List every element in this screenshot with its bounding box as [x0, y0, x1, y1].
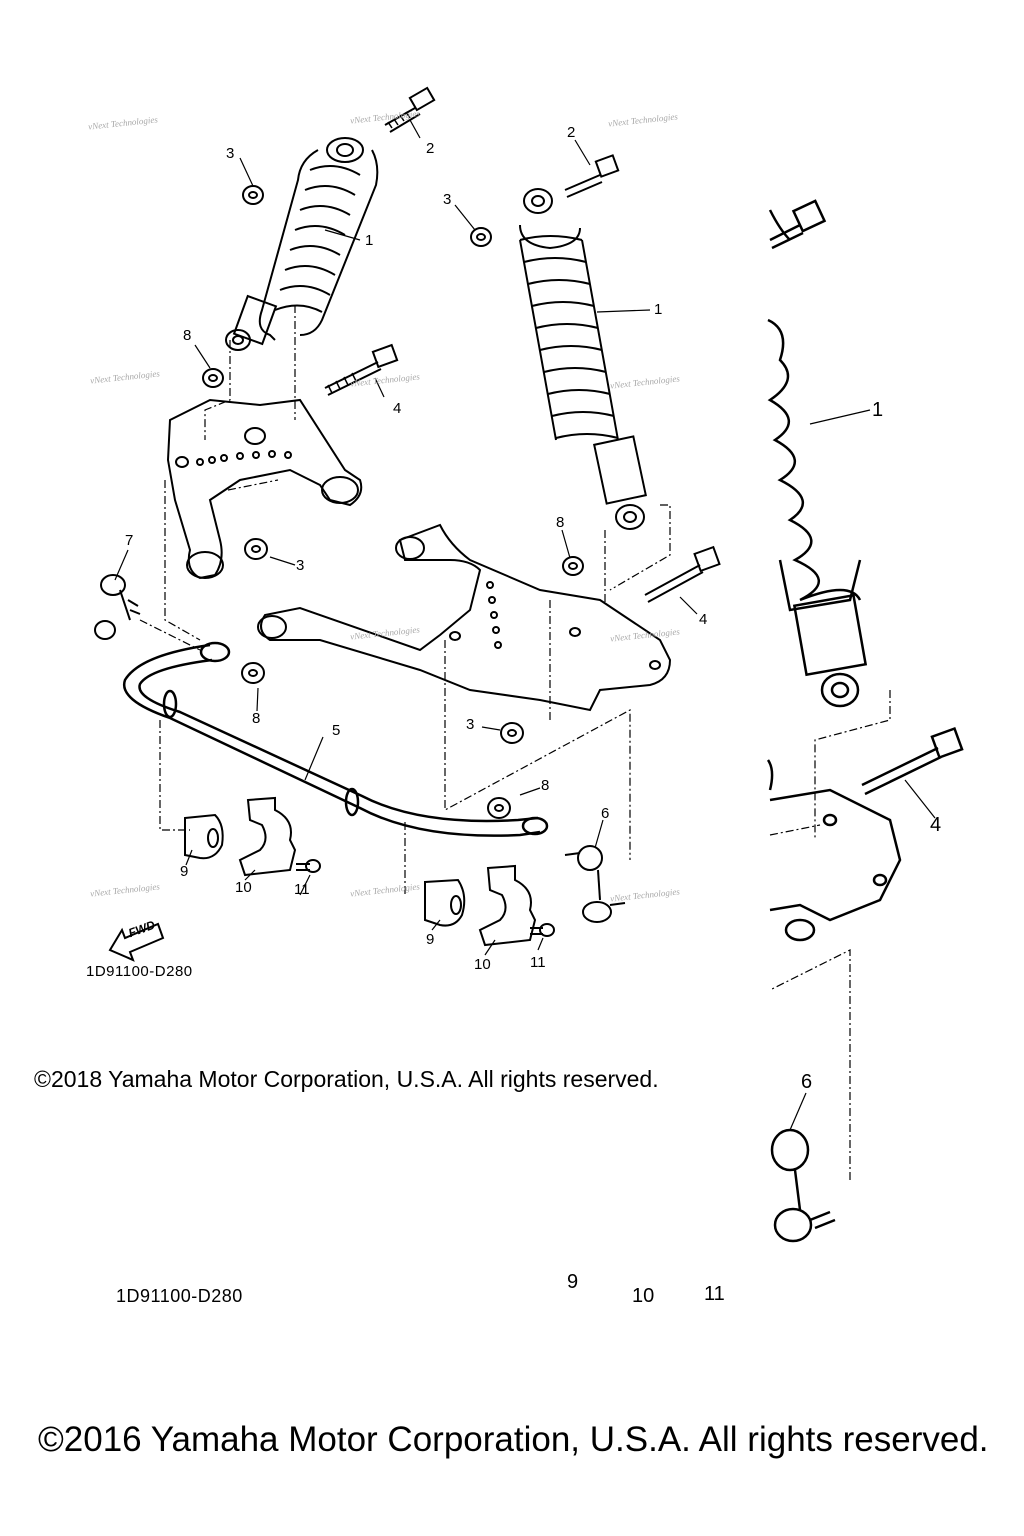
callout-number: 2	[567, 124, 576, 141]
nut-3-left-lower	[244, 538, 268, 560]
bolt-2-left	[384, 86, 436, 133]
nut-3-upper-right	[470, 227, 492, 247]
callout-number: 8	[252, 710, 261, 727]
nut-8-lower-right	[487, 797, 511, 819]
a-arm-right	[257, 523, 672, 712]
callout-number: 4	[930, 814, 942, 836]
bracket-10-left	[238, 796, 297, 877]
bolt-4-left	[324, 343, 399, 396]
figure-code-main: 1D91100-D280	[116, 1286, 243, 1306]
bolt-11-right	[530, 923, 555, 937]
callout-number: 10	[474, 956, 491, 973]
a-arm-left	[166, 398, 363, 580]
callout-number: 9	[180, 863, 189, 880]
stabilizer-bar-5	[122, 641, 549, 837]
main-view-leaders	[769, 690, 891, 1180]
stabilizer-link-7	[94, 574, 141, 640]
callout-number: 8	[183, 327, 192, 344]
nut-8-left	[202, 368, 224, 388]
leader-lines	[139, 305, 671, 895]
callout-number: 11	[704, 1283, 725, 1305]
shock-absorber-left	[225, 137, 379, 351]
nut-8-right	[562, 556, 584, 576]
callout-number: 3	[466, 716, 475, 733]
fwd-arrow-icon	[108, 922, 165, 962]
bushing-9-left	[184, 813, 224, 860]
bushing-9-right	[424, 878, 466, 927]
nut-3-lower-right	[500, 722, 524, 744]
nut-8-bar	[241, 662, 265, 684]
stabilizer-link-6	[564, 845, 626, 923]
callout-number: 7	[125, 532, 134, 549]
figure-code-inset: 1D91100-D280	[86, 963, 193, 980]
callout-number: 10	[235, 879, 252, 896]
bracket-10-right	[478, 864, 537, 947]
callout-number: 8	[541, 777, 550, 794]
nut-3-upper-left	[242, 185, 264, 205]
copyright-main: ©2016 Yamaha Motor Corporation, U.S.A. A…	[38, 1420, 989, 1459]
copyright-inset: ©2018 Yamaha Motor Corporation, U.S.A. A…	[34, 1066, 659, 1092]
callout-number: 1	[872, 399, 884, 421]
callout-number: 1	[365, 232, 374, 249]
bolt-4-right	[644, 545, 721, 603]
callout-number: 4	[699, 611, 708, 628]
callout-number: 11	[294, 881, 310, 898]
callout-number: 6	[801, 1071, 813, 1093]
callout-number: 6	[601, 805, 610, 822]
bolt-2-right	[564, 154, 620, 198]
callout-number: 2	[426, 140, 435, 157]
callout-number: 1	[654, 301, 663, 318]
bolt-11-left	[296, 859, 321, 873]
main-view-strip	[766, 199, 964, 1243]
shock-absorber-right	[519, 188, 647, 530]
callout-number: 4	[393, 400, 402, 417]
callout-number: 10	[632, 1285, 655, 1307]
callout-number: 3	[296, 557, 305, 574]
callout-number: 9	[567, 1271, 579, 1293]
callout-number: 3	[443, 191, 452, 208]
callout-number: 9	[426, 931, 435, 948]
callout-leaders	[114, 119, 936, 1131]
callout-number: 3	[226, 145, 235, 162]
callout-number: 8	[556, 514, 565, 531]
callout-number: 11	[530, 954, 546, 971]
callout-number: 5	[332, 722, 341, 739]
